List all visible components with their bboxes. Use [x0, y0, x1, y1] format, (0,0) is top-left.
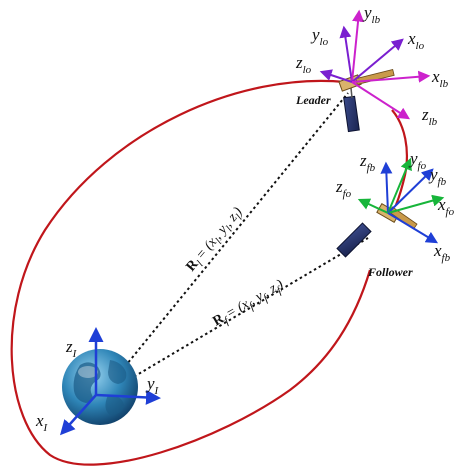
x-fo-label: xfo: [437, 195, 455, 218]
follower-position-vector: [119, 237, 369, 386]
follower-label: Follower: [367, 265, 413, 279]
leader-label: Leader: [295, 93, 331, 107]
y-lo-label: ylo: [310, 25, 329, 48]
x-fb-label: xfb: [433, 241, 451, 264]
leader-position-vector: [117, 92, 349, 376]
orbit-path: [10, 79, 372, 466]
y-i-label: yI: [145, 374, 160, 397]
earth: [62, 349, 138, 425]
x-lb-label: xlb: [431, 67, 449, 90]
z-fo-label: zfo: [335, 177, 352, 200]
z-fb-label: zfb: [359, 151, 376, 174]
follower-position-equation: Rf= (xf, yf, zf): [211, 277, 288, 332]
orbit-path-upper-right: [391, 109, 408, 206]
z-lb-label: zlb: [421, 105, 438, 128]
follower-frame: [357, 157, 445, 244]
x-lo-label: xlo: [407, 29, 425, 52]
earth-frame: [59, 327, 161, 436]
leader-frame: [319, 9, 431, 120]
x-i-label: xI: [35, 411, 49, 434]
z-i-label: zI: [65, 337, 78, 360]
leader-position-equation: Rl= (xl, yl, zl): [184, 205, 248, 277]
z-lo-label: zlo: [295, 53, 312, 76]
follower-satellite: [336, 202, 418, 258]
y-fb-label: yfb: [428, 165, 447, 188]
y-lb-label: ylb: [362, 3, 381, 26]
y-fo-label: yfo: [408, 149, 427, 172]
